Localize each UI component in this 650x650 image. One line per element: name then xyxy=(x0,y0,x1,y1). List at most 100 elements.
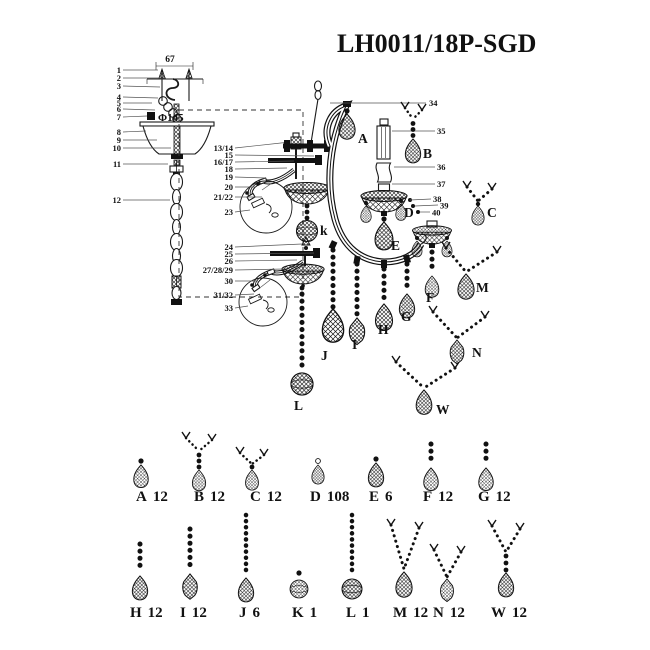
terminal-block-icon xyxy=(147,112,155,120)
part-11: 11 xyxy=(113,159,121,169)
crystal-f-icon xyxy=(424,243,440,298)
part-15: 15 xyxy=(225,150,234,160)
legend-letter: N xyxy=(433,605,444,621)
legend-letter: K xyxy=(292,605,304,621)
legend-qty: 12 xyxy=(153,489,168,505)
legend-crystal-d-icon xyxy=(311,458,325,485)
part-31-32: 31/32 xyxy=(214,290,233,300)
legend-crystal-n-icon xyxy=(429,543,466,602)
part-2: 2 xyxy=(117,73,121,83)
part-25: 25 xyxy=(225,249,234,259)
crystal-c-icon xyxy=(462,180,497,226)
label-B: B xyxy=(423,146,432,161)
legend-label: M 12 xyxy=(393,605,428,621)
legend-qty: 12 xyxy=(267,489,282,505)
crystal-j-icon xyxy=(321,247,345,343)
crystal-d-icon xyxy=(360,199,407,223)
part-5: 5 xyxy=(117,98,121,108)
upper-arm-detail: k 13/14 15 16/17 18 19 20 21/22 23 xyxy=(214,132,331,243)
legend-crystal-a-icon xyxy=(133,458,149,488)
lower-arm-labels: 24 25 26 27/28/29 30 31/32 33 xyxy=(203,242,315,313)
legend-letter: I xyxy=(180,605,186,621)
legend-label: W 12 xyxy=(491,605,527,621)
legend-letter: F xyxy=(423,489,432,505)
legend-letter: C xyxy=(250,489,261,505)
legend-label: F 12 xyxy=(423,489,453,505)
part-21-22: 21/22 xyxy=(214,192,233,202)
legend-crystal-l-icon xyxy=(341,512,363,600)
crystal-a-icon xyxy=(338,108,356,140)
legend-letter: E xyxy=(369,489,379,505)
legend-item-W: W 12 xyxy=(487,519,527,621)
label-G: G xyxy=(401,309,412,324)
crystal-strands: A B C D E xyxy=(290,101,502,417)
legend-qty: 6 xyxy=(385,489,393,505)
legend-qty: 6 xyxy=(253,605,261,621)
crystal-b-icon xyxy=(400,101,427,164)
legend-letter: G xyxy=(478,489,490,505)
label-A: A xyxy=(358,131,368,146)
part-1: 1 xyxy=(117,65,121,75)
legend-crystal-k-icon xyxy=(289,570,309,599)
part-18: 18 xyxy=(225,164,234,174)
legend-crystal-j-icon xyxy=(237,512,255,603)
legend-letter: A xyxy=(136,489,147,505)
legend-crystal-b-icon xyxy=(181,431,217,492)
crystal-g-icon xyxy=(398,261,416,319)
part-24: 24 xyxy=(225,242,234,252)
upper-arm-labels: 13/14 15 16/17 18 19 20 21/22 23 xyxy=(214,141,315,217)
label-M: M xyxy=(476,280,489,295)
part-8: 8 xyxy=(117,127,121,137)
legend-letter: J xyxy=(239,605,247,621)
mounting-screws-icon xyxy=(158,67,193,101)
part-39: 39 xyxy=(440,201,449,211)
magnifier-detail-upper xyxy=(239,180,293,234)
label-E: E xyxy=(391,238,400,253)
legend-qty: 12 xyxy=(512,605,527,621)
dimension-67: 67 xyxy=(155,55,194,70)
part-26: 26 xyxy=(225,256,234,266)
legend-qty: 1 xyxy=(362,605,370,621)
legend-letter: H xyxy=(130,605,142,621)
magnifier-detail-lower xyxy=(238,277,288,327)
part-36: 36 xyxy=(437,162,446,172)
label-I: I xyxy=(352,337,357,352)
crystal-h-icon xyxy=(374,266,394,332)
part-7: 7 xyxy=(117,112,122,122)
legend-label: I 12 xyxy=(180,605,207,621)
legend-letter: M xyxy=(393,605,407,621)
legend-qty: 12 xyxy=(438,489,453,505)
crystal-w-icon xyxy=(391,355,460,415)
legend-crystal-i-icon xyxy=(182,526,198,600)
legend-item-I: I 12 xyxy=(180,526,207,621)
candle-column xyxy=(360,118,420,217)
legend-label: D 108 xyxy=(310,489,349,505)
legend-letter: D xyxy=(310,489,321,505)
legend-qty: 12 xyxy=(192,605,207,621)
legend-letter: W xyxy=(491,605,506,621)
legend-qty: 108 xyxy=(327,489,350,505)
part-37: 37 xyxy=(437,179,446,189)
label-W: W xyxy=(436,402,450,417)
part-6: 6 xyxy=(117,104,121,114)
legend-crystal-w-icon xyxy=(487,519,525,598)
part-12: 12 xyxy=(113,195,122,205)
legend-qty: 12 xyxy=(450,605,465,621)
legend-qty: 12 xyxy=(413,605,428,621)
crystal-m-icon xyxy=(441,241,502,300)
legend-label: A 12 xyxy=(136,489,168,505)
part-33: 33 xyxy=(225,303,234,313)
label-H: H xyxy=(378,322,389,337)
label-k: k xyxy=(320,223,328,238)
legend-item-C: C 12 xyxy=(235,446,282,505)
